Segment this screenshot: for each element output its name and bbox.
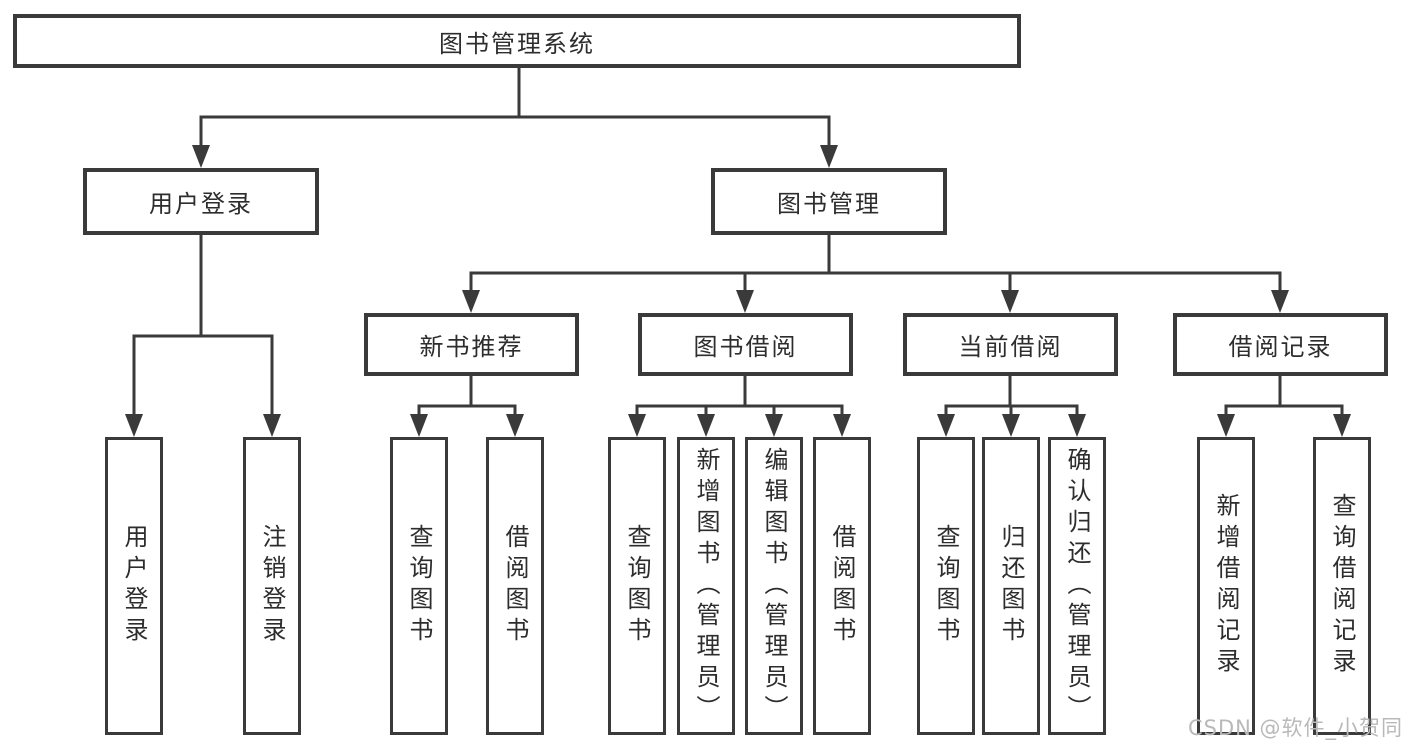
connector-records-fork xyxy=(1224,374,1344,422)
connector-newbook-fork xyxy=(417,374,517,422)
leaf-newbook-query-book: 查询图书 xyxy=(390,437,448,735)
leaf-logout: 注销登录 xyxy=(243,437,301,735)
leaf-records-query-record: 查询借阅记录 xyxy=(1313,437,1371,735)
leaf-newbook-borrow-book: 借阅图书 xyxy=(486,437,544,735)
node-label: 用户登录 xyxy=(120,524,148,648)
leaf-current-return-book: 归还图书 xyxy=(982,437,1040,735)
arrowhead-icon xyxy=(192,145,210,168)
arrowhead-icon xyxy=(263,414,281,437)
arrowhead-icon xyxy=(697,414,715,437)
arrowhead-icon xyxy=(1068,414,1086,437)
arrowhead-icon xyxy=(628,414,646,437)
node-label: 新增借阅记录 xyxy=(1212,493,1240,679)
connector-root-to-level2 xyxy=(199,66,831,152)
node-label: 查询图书 xyxy=(623,524,651,648)
node-label: 图书借阅 xyxy=(693,333,798,361)
node-current-borrow: 当前借阅 xyxy=(903,313,1118,376)
node-new-book-recommend: 新书推荐 xyxy=(364,313,579,376)
node-label: 注销登录 xyxy=(258,524,286,648)
node-label: 查询借阅记录 xyxy=(1328,493,1356,679)
arrowhead-icon xyxy=(1001,290,1019,313)
leaf-user-login: 用户登录 xyxy=(105,437,163,735)
node-label: 编辑图书（管理员） xyxy=(760,446,788,726)
connector-bookborrow-fork xyxy=(635,374,844,422)
arrowhead-icon xyxy=(765,414,783,437)
arrowhead-icon xyxy=(820,145,838,168)
node-label: 用户登录 xyxy=(149,190,253,218)
arrowhead-icon xyxy=(125,414,143,437)
node-book-management: 图书管理 xyxy=(711,168,947,235)
arrowhead-icon xyxy=(833,414,851,437)
leaf-current-confirm-return-admin: 确认归还（管理员） xyxy=(1048,437,1106,735)
node-label: 查询图书 xyxy=(405,524,433,648)
arrowhead-icon xyxy=(410,414,428,437)
connector-userlogin-to-leaves xyxy=(132,233,274,421)
arrowhead-icon xyxy=(1217,414,1235,437)
node-label: 归还图书 xyxy=(997,524,1025,648)
node-book-borrow: 图书借阅 xyxy=(638,313,853,376)
leaf-current-query-book: 查询图书 xyxy=(917,437,975,735)
leaf-borrow-edit-book-admin: 编辑图书（管理员） xyxy=(745,437,803,735)
node-label: 借阅图书 xyxy=(828,524,856,648)
node-root-system: 图书管理系统 xyxy=(13,14,1021,68)
node-label: 新增图书（管理员） xyxy=(692,446,720,726)
arrowhead-icon xyxy=(1271,290,1289,313)
leaf-borrow-add-book-admin: 新增图书（管理员） xyxy=(677,437,735,735)
arrowhead-icon xyxy=(506,414,524,437)
node-label: 图书管理系统 xyxy=(439,29,595,58)
node-label: 图书管理 xyxy=(777,190,881,218)
node-label: 查询图书 xyxy=(932,524,960,648)
arrowhead-icon xyxy=(462,290,480,313)
node-label: 确认归还（管理员） xyxy=(1063,446,1091,726)
connector-bookmgmt-to-level3 xyxy=(469,233,1282,297)
arrowhead-icon xyxy=(937,414,955,437)
arrowhead-icon xyxy=(736,290,754,313)
node-borrow-records: 借阅记录 xyxy=(1173,313,1388,376)
csdn-watermark: CSDN @软件_小贺同学 xyxy=(1188,716,1404,747)
node-user-login: 用户登录 xyxy=(83,168,319,235)
leaf-borrow-query-book: 查询图书 xyxy=(608,437,666,735)
node-label: 新书推荐 xyxy=(419,333,524,361)
arrowhead-icon xyxy=(1333,414,1351,437)
arrowhead-icon xyxy=(1002,414,1020,437)
node-label: 借阅图书 xyxy=(501,524,529,648)
node-label: 当前借阅 xyxy=(958,333,1063,361)
node-label: 借阅记录 xyxy=(1228,333,1333,361)
leaf-borrow-borrow-book: 借阅图书 xyxy=(813,437,871,735)
connector-currentborrow-fork xyxy=(944,374,1079,422)
leaf-records-add-record: 新增借阅记录 xyxy=(1197,437,1255,735)
